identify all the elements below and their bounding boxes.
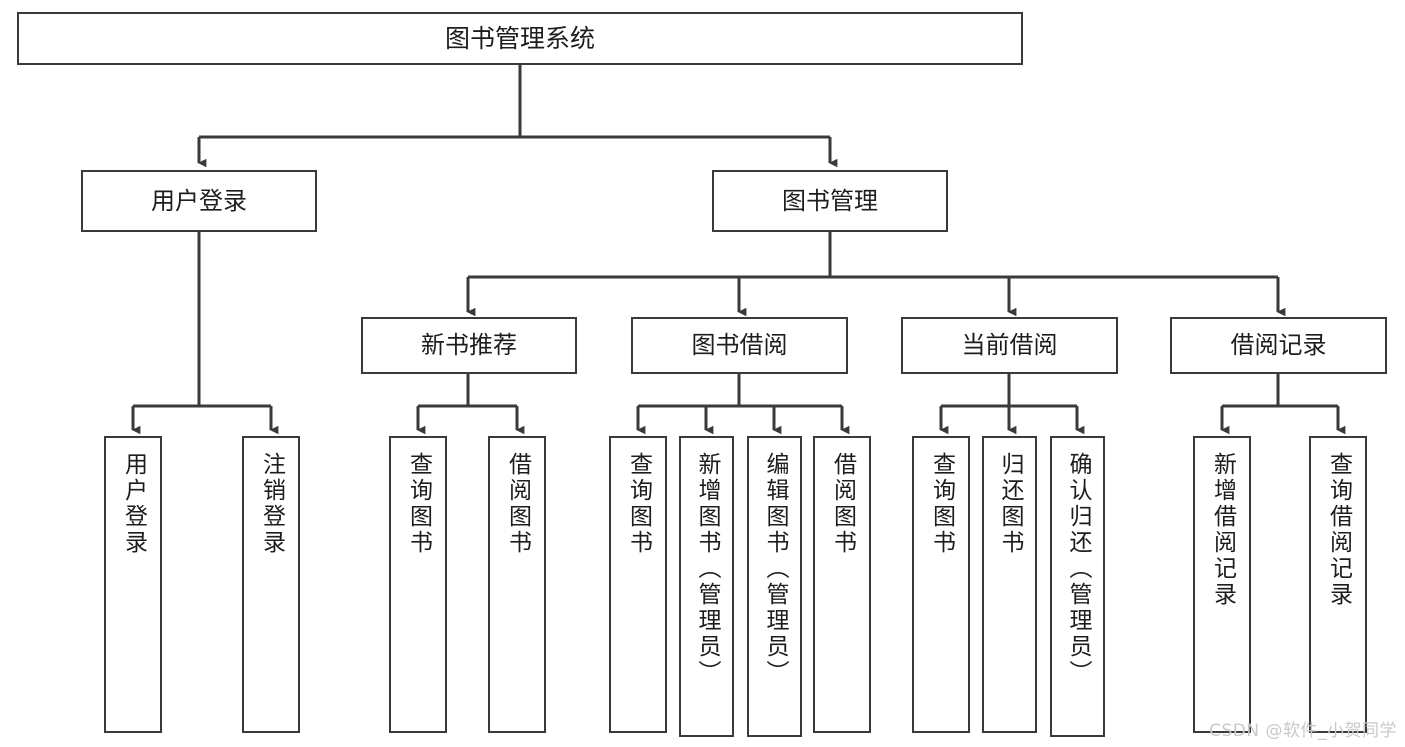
node-leaf-user-login[interactable]: 用户登录 (104, 436, 162, 733)
node-current-borrow-label: 当前借阅 (961, 331, 1058, 360)
node-book-manage[interactable]: 图书管理 (712, 170, 948, 232)
node-leaf-logout-label: 注销登录 (258, 452, 285, 556)
node-borrow-record[interactable]: 借阅记录 (1170, 317, 1387, 374)
node-leaf-cur-query[interactable]: 查询图书 (912, 436, 970, 733)
node-leaf-edit-book-label: 编辑图书（管理员） (762, 452, 788, 686)
node-user-login[interactable]: 用户登录 (81, 170, 317, 232)
node-root[interactable]: 图书管理系统 (17, 12, 1023, 65)
node-book-borrow-label: 图书借阅 (691, 331, 788, 360)
node-root-label: 图书管理系统 (444, 23, 595, 53)
node-leaf-add-record-label: 新增借阅记录 (1209, 452, 1236, 608)
node-user-login-label: 用户登录 (151, 186, 247, 215)
node-leaf-borrow-book-label: 借阅图书 (829, 452, 856, 556)
node-leaf-borrow-query-label: 查询图书 (625, 452, 652, 556)
node-leaf-rec-borrow-label: 借阅图书 (504, 452, 531, 556)
node-leaf-add-record[interactable]: 新增借阅记录 (1193, 436, 1251, 733)
node-leaf-borrow-book[interactable]: 借阅图书 (813, 436, 871, 733)
node-new-book-rec[interactable]: 新书推荐 (361, 317, 577, 374)
node-leaf-return-book[interactable]: 归还图书 (982, 436, 1037, 733)
node-leaf-rec-borrow[interactable]: 借阅图书 (488, 436, 546, 733)
node-leaf-user-login-label: 用户登录 (120, 452, 147, 556)
node-book-borrow[interactable]: 图书借阅 (631, 317, 848, 374)
node-leaf-rec-query[interactable]: 查询图书 (389, 436, 447, 733)
node-leaf-edit-book[interactable]: 编辑图书（管理员） (747, 436, 802, 737)
node-current-borrow[interactable]: 当前借阅 (901, 317, 1118, 374)
node-leaf-add-book[interactable]: 新增图书（管理员） (679, 436, 734, 737)
node-leaf-cur-query-label: 查询图书 (928, 452, 955, 556)
node-borrow-record-label: 借阅记录 (1230, 331, 1327, 360)
node-leaf-query-record[interactable]: 查询借阅记录 (1309, 436, 1367, 733)
node-leaf-confirm-return-label: 确认归还（管理员） (1065, 452, 1091, 686)
node-leaf-return-book-label: 归还图书 (997, 452, 1023, 556)
node-leaf-confirm-return[interactable]: 确认归还（管理员） (1050, 436, 1105, 737)
node-book-manage-label: 图书管理 (782, 186, 878, 215)
node-leaf-query-record-label: 查询借阅记录 (1325, 452, 1352, 608)
node-leaf-add-book-label: 新增图书（管理员） (694, 452, 720, 686)
node-new-book-rec-label: 新书推荐 (421, 331, 517, 360)
node-leaf-borrow-query[interactable]: 查询图书 (609, 436, 667, 733)
watermark-text: CSDN @软件_小贺同学 (1209, 721, 1397, 741)
node-leaf-rec-query-label: 查询图书 (405, 452, 432, 556)
node-leaf-logout[interactable]: 注销登录 (242, 436, 300, 733)
